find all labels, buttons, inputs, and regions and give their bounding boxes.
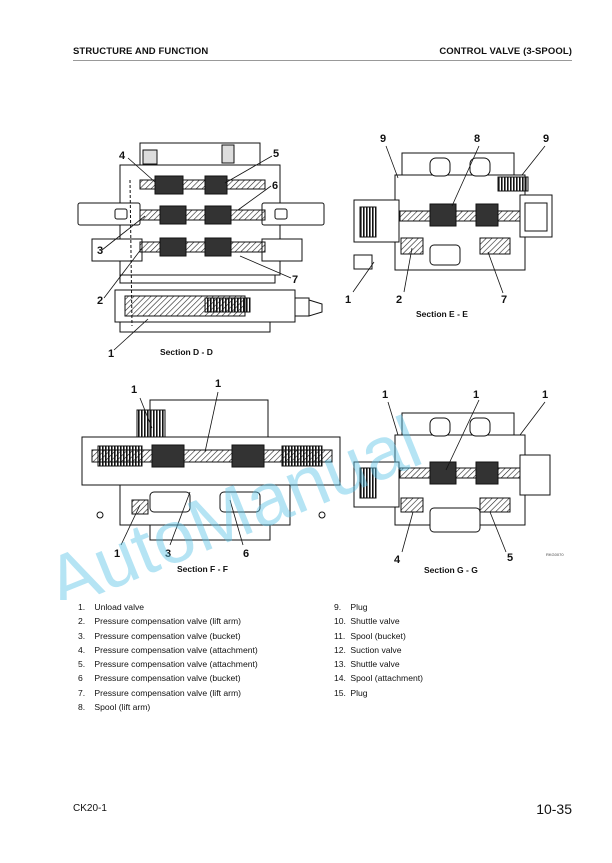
section-ff-callout-1b: 1 bbox=[215, 378, 221, 390]
legend-item: 7. Pressure compensation valve (lift arm… bbox=[78, 687, 242, 698]
legend-item: 15. Plug bbox=[334, 687, 368, 698]
section-gg-callout-4: 4 bbox=[394, 554, 401, 566]
section-gg-callout-1b: 1 bbox=[473, 389, 479, 401]
section-ee-callout-9b: 9 bbox=[543, 133, 549, 145]
legend-item: 10. Shuttle valve bbox=[334, 616, 400, 627]
section-dd-caption: Section D - D bbox=[160, 347, 213, 357]
legend-item: 13. Shuttle valve bbox=[334, 659, 400, 670]
section-ff-caption: Section F - F bbox=[177, 564, 228, 574]
legend-item: 4. Pressure compensation valve (attachme… bbox=[78, 644, 258, 655]
legend-item: 8. Spool (lift arm) bbox=[78, 702, 151, 713]
section-ff-callout-1a: 1 bbox=[131, 384, 137, 396]
section-dd-callout-4: 4 bbox=[119, 150, 126, 162]
section-dd-callout-3: 3 bbox=[97, 245, 103, 257]
control-valve-drawings: 4 5 6 3 7 2 1 Section D - D 9 8 9 1 2 7 … bbox=[35, 133, 564, 600]
section-ff-callout-1c: 1 bbox=[114, 548, 120, 560]
legend-item: 6 Pressure compensation valve (bucket) bbox=[78, 673, 241, 684]
legend-right-column: 9. Plug 10. Shuttle valve 11. Spool (buc… bbox=[334, 600, 423, 700]
section-gg-callout-1a: 1 bbox=[382, 389, 388, 401]
section-dd-drawing bbox=[77, 142, 325, 333]
footer-page-number: 10-35 bbox=[536, 801, 572, 817]
section-dd-leaders bbox=[101, 155, 292, 351]
section-dd-callout-7: 7 bbox=[292, 274, 298, 286]
section-dd-callout-6: 6 bbox=[272, 180, 278, 192]
legend-item: 11. Spool (bucket) bbox=[334, 630, 406, 641]
section-gg-caption: Section G - G bbox=[424, 565, 478, 575]
header-page-topic: CONTROL VALVE (3-SPOOL) bbox=[439, 46, 572, 57]
section-ee-leaders bbox=[352, 145, 546, 294]
section-dd-callout-2: 2 bbox=[97, 295, 103, 307]
legend-item: 3. Pressure compensation valve (bucket) bbox=[78, 630, 241, 641]
section-dd-callout-1: 1 bbox=[108, 348, 114, 360]
header-rule bbox=[73, 60, 572, 61]
section-ff-drawing bbox=[81, 399, 341, 541]
section-dd-callout-5: 5 bbox=[273, 148, 279, 160]
section-gg-callout-5: 5 bbox=[507, 552, 513, 564]
section-ff-callout-3: 3 bbox=[165, 548, 171, 560]
section-gg-callout-1c: 1 bbox=[542, 389, 548, 401]
section-ee-callout-2: 2 bbox=[396, 294, 402, 306]
legend-item: 1. Unload valve bbox=[78, 602, 145, 612]
footer-model: CK20-1 bbox=[73, 803, 107, 814]
section-ee-callout-9a: 9 bbox=[380, 133, 386, 145]
legend-item: 5. Pressure compensation valve (attachme… bbox=[78, 659, 258, 670]
section-ee-caption: Section E - E bbox=[416, 309, 468, 319]
section-gg-leaders bbox=[387, 399, 546, 553]
section-ee-callout-8: 8 bbox=[474, 133, 480, 145]
section-ee-callout-1: 1 bbox=[345, 294, 351, 306]
section-ff-callout-6: 6 bbox=[243, 548, 249, 560]
header-section-title: STRUCTURE AND FUNCTION bbox=[73, 46, 209, 57]
legend-item: 12. Suction valve bbox=[334, 644, 402, 655]
section-ee-callout-7: 7 bbox=[501, 294, 507, 306]
legend-left-column: 1. Unload valve 2. Pressure compensation… bbox=[78, 600, 258, 714]
legend-item: 9. Plug bbox=[334, 602, 368, 612]
legend-item: 14. Spool (attachment) bbox=[334, 673, 423, 684]
legend-item: 2. Pressure compensation valve (lift arm… bbox=[78, 616, 242, 627]
drawing-code: RKG0070 bbox=[546, 552, 564, 557]
section-ff-leaders bbox=[120, 391, 244, 546]
section-gg-drawing bbox=[353, 412, 551, 533]
section-ee-drawing bbox=[353, 152, 553, 271]
